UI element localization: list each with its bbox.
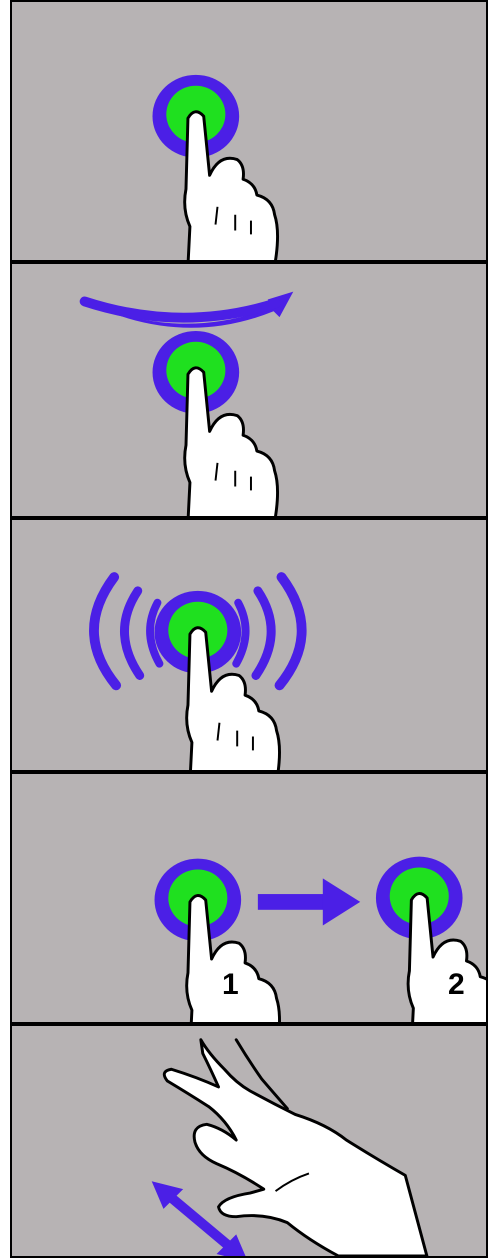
drag-step-2-label: 2 [448,970,465,1000]
panel-tap [10,0,488,262]
panel-drag: 1 2 [10,772,488,1024]
swipe-illustration [12,264,486,516]
swipe-arrow-icon [85,292,294,328]
diagonal-arrow-icon [152,1181,248,1256]
tap-illustration [12,2,486,260]
panel-swipe [10,262,488,518]
drag-step-1-label: 1 [222,970,239,1000]
long-press-illustration [12,520,486,770]
drag-arrow-icon [258,878,360,925]
panel-pinch-zoom [10,1024,488,1258]
drag-illustration [12,774,486,1022]
pinch-illustration [12,1026,486,1256]
panel-long-press [10,518,488,772]
